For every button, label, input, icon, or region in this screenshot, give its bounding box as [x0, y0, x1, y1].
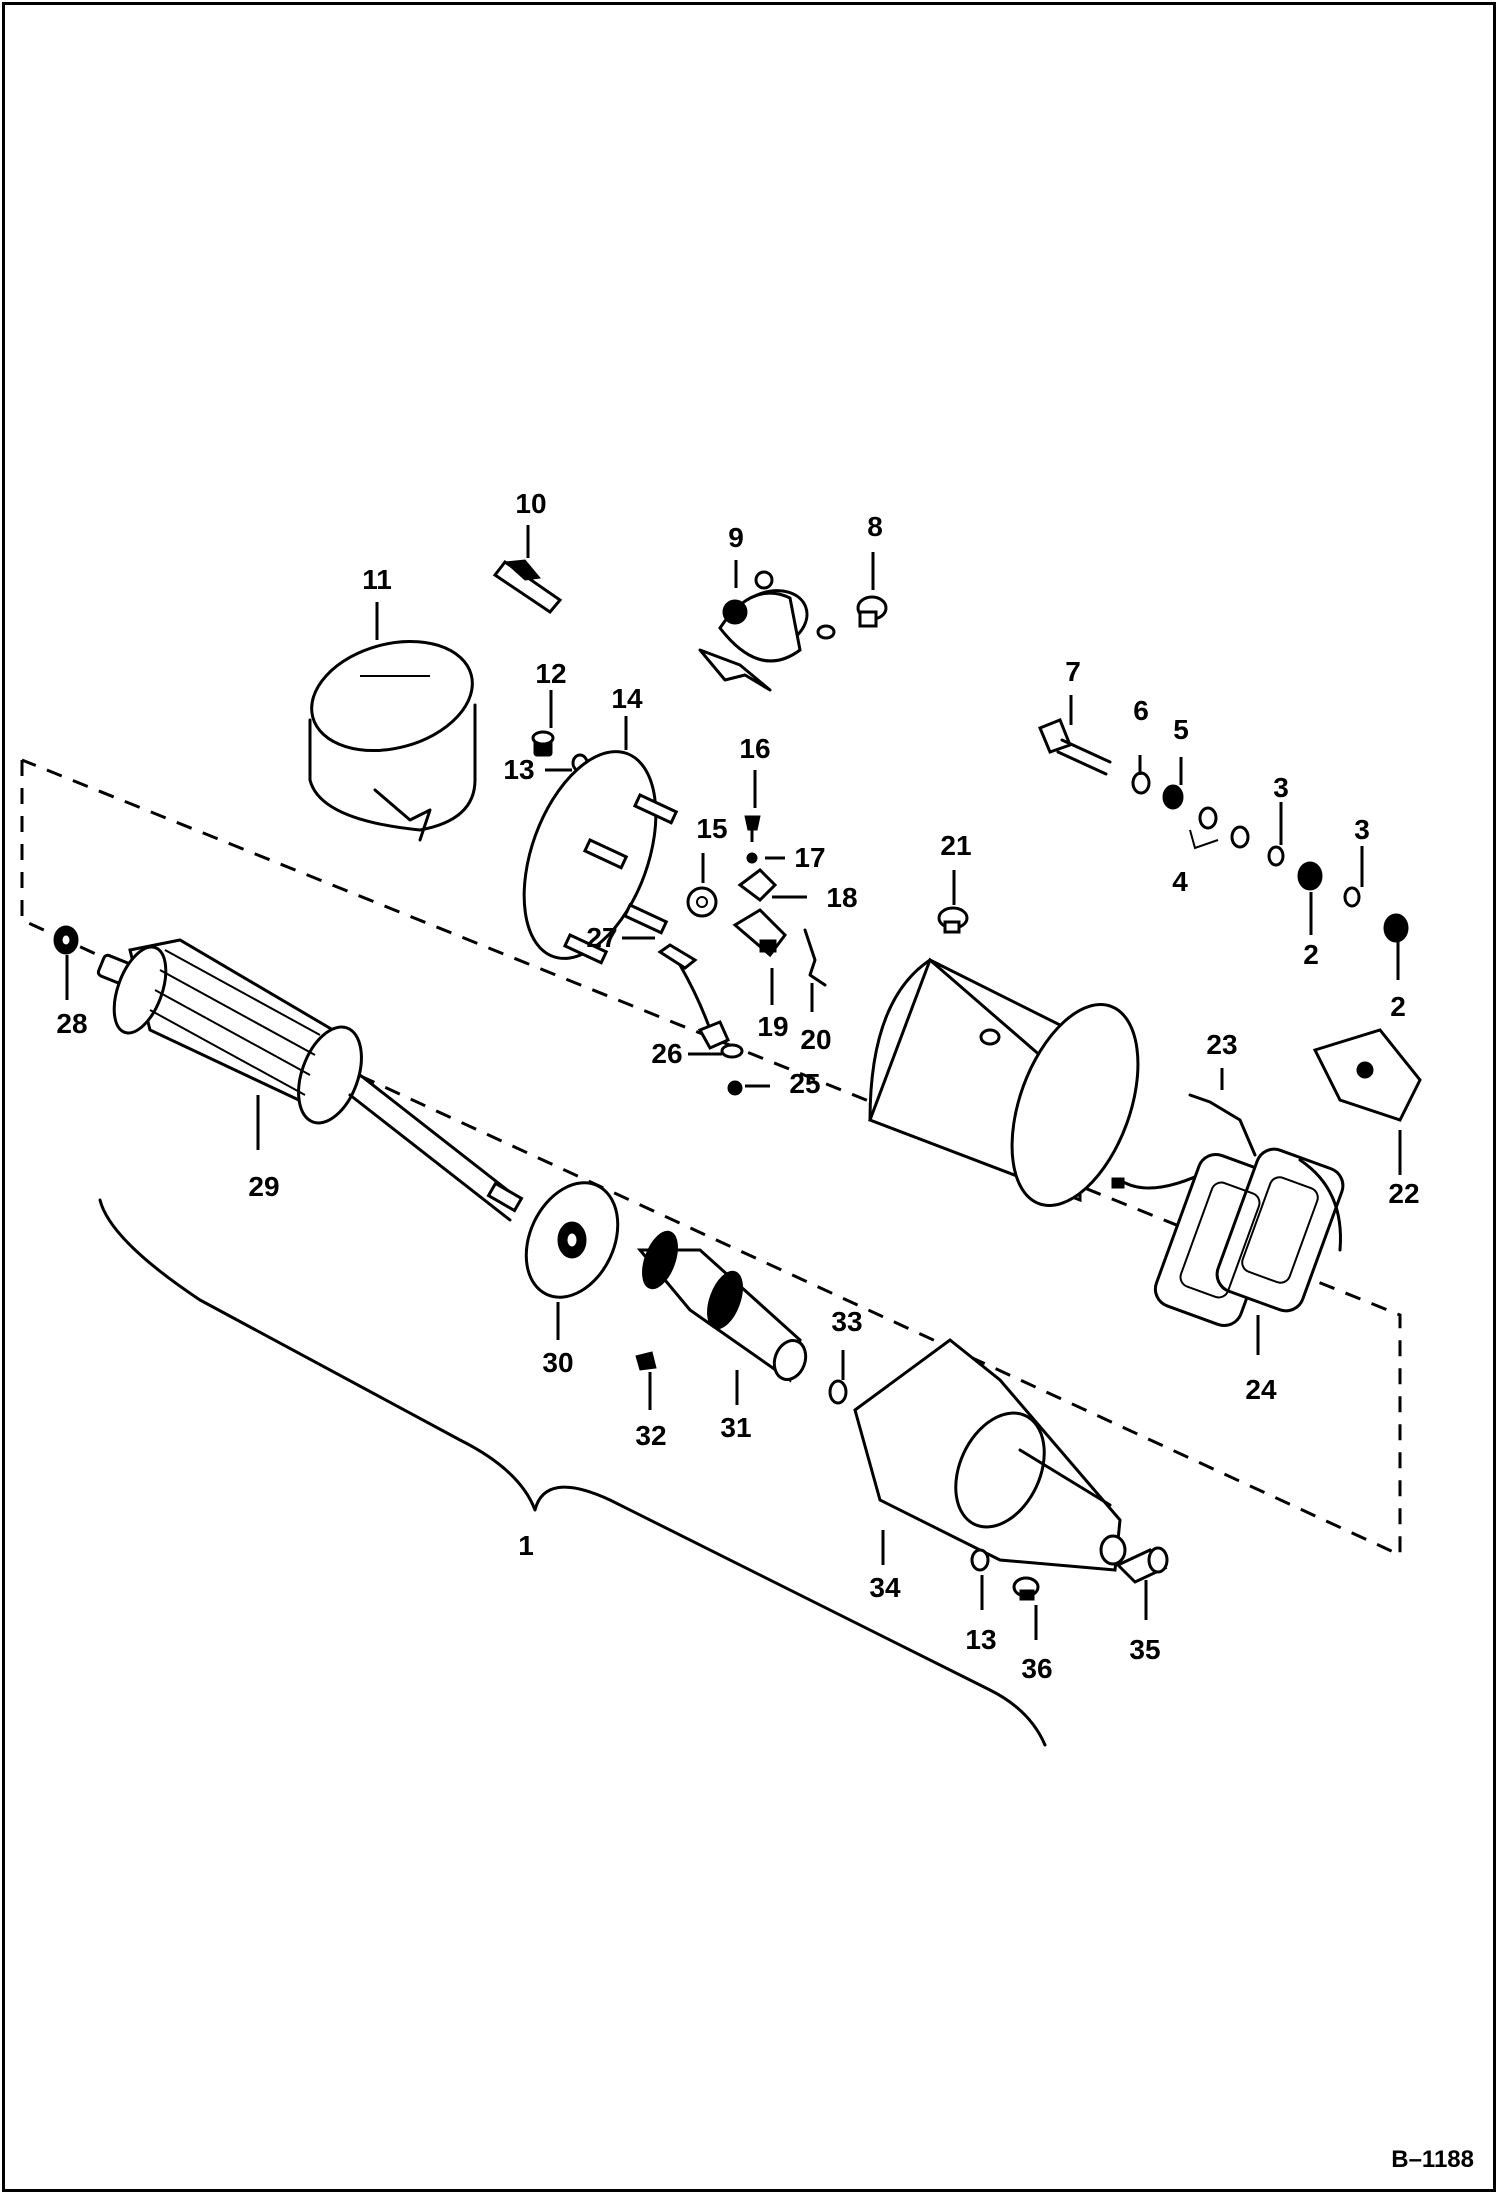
screw-part-8: [856, 595, 888, 628]
callout-3b: 3: [1354, 814, 1370, 845]
intermediate-plate-part-30: [524, 1181, 620, 1299]
lead-part-27: [657, 943, 730, 1050]
key-part-32: [635, 1351, 657, 1371]
screw-part-16: [744, 815, 761, 842]
callout-31: 31: [720, 1412, 752, 1443]
drive-assembly-part-31: [636, 1230, 808, 1383]
washer-part-26: [720, 1043, 744, 1059]
callout-13a: 13: [503, 754, 535, 785]
washer-part-5: [1162, 784, 1184, 810]
callout-5: 5: [1173, 714, 1189, 745]
callout-15: 15: [696, 813, 728, 844]
callout-6: 6: [1133, 695, 1149, 726]
callout-36: 36: [1021, 1653, 1053, 1684]
lockwasher-part-3a: [1267, 845, 1285, 867]
drive-housing-part-34: [853, 1338, 1127, 1572]
callout-2b: 2: [1390, 991, 1406, 1022]
callout-14: 14: [611, 683, 643, 714]
washer-part-13b: [970, 1548, 990, 1572]
brush-holder-part-19: [732, 908, 787, 958]
callout-20: 20: [800, 1024, 832, 1055]
washer-part-9a: [816, 624, 836, 640]
clip-part-18: [737, 868, 778, 902]
washer-part-17: [746, 852, 758, 864]
bolt-part-7: [1038, 718, 1112, 776]
callout-29: 29: [248, 1171, 280, 1202]
callout-32: 32: [635, 1420, 667, 1451]
callout-33: 33: [831, 1306, 863, 1337]
callout-3a: 3: [1273, 772, 1289, 803]
screw-part-12: [531, 730, 555, 757]
callout-26: 26: [651, 1038, 683, 1069]
assembly-boundary-dashed: [20, 758, 1402, 1558]
washer-part-15: [686, 886, 718, 918]
callout-8: 8: [867, 511, 883, 542]
washer-part-4a: [1198, 806, 1218, 830]
callout-27: 27: [586, 922, 618, 953]
callout-7: 7: [1065, 656, 1081, 687]
drawing-code-label: B–1188: [1391, 2146, 1474, 2173]
callout-12: 12: [535, 658, 567, 689]
field-frame-housing: [868, 957, 1140, 1207]
callout-19: 19: [757, 1011, 789, 1042]
leader-lines: [65, 525, 1402, 1640]
ring-part-33: [828, 1379, 848, 1405]
solenoid-part-9: [698, 570, 809, 692]
callout-1: 1: [518, 1530, 534, 1561]
band-clamp-part-11: [308, 639, 477, 842]
callout-21: 21: [940, 830, 972, 861]
nut-part-2a: [1297, 861, 1323, 891]
field-coil-part-24: [1153, 1147, 1345, 1327]
nut-part-2b: [1383, 913, 1409, 943]
callout-17: 17: [794, 842, 826, 873]
callout-35: 35: [1129, 1634, 1161, 1665]
callout-22: 22: [1388, 1178, 1420, 1209]
callout-2a: 2: [1303, 939, 1319, 970]
callout-34: 34: [869, 1572, 901, 1603]
callout-24: 24: [1245, 1374, 1277, 1405]
bracket-part-10: [492, 559, 563, 615]
callout-11: 11: [362, 564, 392, 595]
bearing-part-28: [53, 925, 79, 955]
callout-4: 4: [1172, 866, 1188, 897]
bushing-part-35: [1115, 1546, 1169, 1584]
armature-part-29: [96, 938, 524, 1222]
callout-25: 25: [789, 1068, 821, 1099]
washer-part-6: [1131, 771, 1151, 795]
callout-30: 30: [542, 1347, 574, 1378]
callout-9: 9: [728, 522, 744, 553]
assembly-brace: [98, 1198, 1047, 1747]
callout-18: 18: [826, 882, 858, 913]
nut-part-25: [727, 1080, 743, 1096]
callout-23: 23: [1206, 1029, 1238, 1060]
screw-part-21: [937, 906, 969, 934]
callout-10: 10: [515, 488, 547, 519]
spring-part-20: [803, 928, 827, 987]
callout-16: 16: [739, 733, 771, 764]
callout-28: 28: [56, 1008, 88, 1039]
lockwasher-part-3b: [1343, 886, 1361, 908]
washer-part-4b: [1230, 825, 1250, 849]
brush-plate-part-14: [522, 750, 679, 965]
pole-shoe-part-22: [1312, 1028, 1422, 1122]
screw-part-36: [1012, 1576, 1040, 1601]
callout-13b: 13: [965, 1624, 997, 1655]
